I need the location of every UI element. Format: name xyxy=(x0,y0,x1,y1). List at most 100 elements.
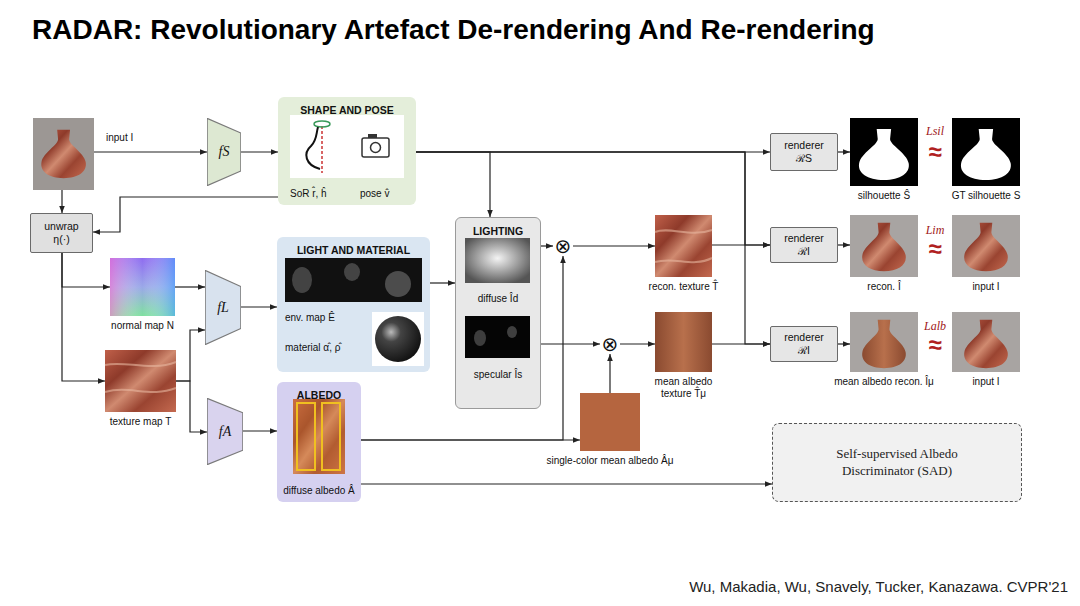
ellipse-part xyxy=(344,263,360,281)
image-caption: input I xyxy=(106,132,133,143)
flow-arrow xyxy=(416,152,490,217)
image-node: GT silhouette S xyxy=(952,118,1020,186)
panel-heading: SHAPE AND POSE xyxy=(300,104,394,116)
path-part xyxy=(306,127,320,169)
image-node: input I xyxy=(952,215,1020,277)
panel-label: specular Îs xyxy=(474,369,522,380)
sublabel-wrap: diffuse Îd xyxy=(456,288,540,306)
image-node: recon. Î xyxy=(850,215,918,277)
ellipse-part xyxy=(292,267,312,293)
flow-arrow xyxy=(838,151,850,152)
rect-part xyxy=(290,115,404,178)
image-node: mean albedo texture T̂μ xyxy=(655,312,712,372)
path-part xyxy=(105,362,176,392)
sublabel-wrap: SoR r̂, ĥ xyxy=(290,183,327,201)
ellipse-part xyxy=(507,326,517,338)
flow-arrow xyxy=(61,190,62,213)
caption-wrap: input I xyxy=(972,376,999,388)
rect-part xyxy=(110,258,175,316)
flow-arrow xyxy=(241,306,277,307)
network-name: fL xyxy=(217,300,229,316)
rect-part xyxy=(285,258,422,302)
encoder-trapezoid: fS xyxy=(207,118,241,186)
flow-arrow xyxy=(712,343,770,344)
loss-name: Lalb xyxy=(924,319,946,333)
line-part xyxy=(321,126,323,173)
caption-wrap: input I xyxy=(106,132,133,144)
use-part xyxy=(964,320,1008,368)
loss-name: Lim xyxy=(926,223,945,237)
module-panel: SHAPE AND POSESoR r̂, ĥpose v̂ xyxy=(278,97,416,205)
flow-arrow xyxy=(609,354,610,393)
image-caption: single-color mean albedo Âμ xyxy=(547,455,674,466)
image-caption: GT silhouette S xyxy=(952,190,1021,201)
heading-wrap: SHAPE AND POSE xyxy=(278,100,416,118)
rect-part xyxy=(952,312,1020,372)
caption-wrap: mean albedo texture T̂μ xyxy=(649,376,719,400)
trapezoid-shape xyxy=(207,118,241,185)
multiply-node: ⊗ xyxy=(600,334,620,354)
encoder-trapezoid: fL xyxy=(205,270,241,345)
approx-symbol: ≈ xyxy=(928,331,941,358)
heading-wrap: ALBEDO xyxy=(277,385,361,403)
approx-symbol: ≈ xyxy=(928,138,941,165)
loss-name: Lsil xyxy=(926,124,944,138)
circle-part xyxy=(375,316,421,362)
caption-wrap: single-color mean albedo Âμ xyxy=(547,455,674,467)
rect-part xyxy=(293,399,345,474)
panel-label: env. map Ê xyxy=(285,312,335,323)
rect-part xyxy=(850,215,918,277)
module-panel: ALBEDO diffuse albedo Â xyxy=(277,382,361,502)
ellipse-part xyxy=(385,271,411,297)
image-node: texture map T xyxy=(105,350,176,412)
rect-part xyxy=(655,215,712,277)
encoder-trapezoid: fA xyxy=(207,398,243,465)
sublabel-wrap: specular Îs xyxy=(456,364,540,382)
box-label: renderer ℛI xyxy=(780,232,828,257)
circle-part xyxy=(371,143,381,153)
flow-arrow xyxy=(838,343,850,344)
rect-part xyxy=(110,258,175,316)
rect-part xyxy=(368,134,377,138)
sublabel-wrap: diffuse albedo Â xyxy=(277,480,361,498)
image-caption: recon. Î xyxy=(867,281,900,292)
use-part xyxy=(964,223,1008,271)
flow-arrow xyxy=(62,253,105,381)
flow-arrow xyxy=(573,245,655,246)
use-part xyxy=(862,223,906,271)
rect-part xyxy=(105,350,176,412)
flow-arrow xyxy=(416,151,770,152)
use-part xyxy=(961,129,1011,180)
flow-arrow xyxy=(430,282,455,283)
panel-heading: LIGHTING xyxy=(473,225,523,237)
caption-wrap: recon. texture T̂ xyxy=(649,281,719,293)
multiply-symbol: ⊗ xyxy=(602,334,619,354)
caption-wrap: Wu, Makadia, Wu, Snavely, Tucker, Kanaza… xyxy=(689,578,1068,596)
flow-arrow xyxy=(93,197,278,232)
caption-wrap: texture map T xyxy=(110,416,172,428)
use-part xyxy=(41,130,86,178)
trapezoid-shape xyxy=(207,398,243,464)
flow-arrow xyxy=(620,343,655,344)
flow-arrow xyxy=(361,483,772,484)
label-wrap: ≈ xyxy=(928,333,941,357)
image-caption: normal map N xyxy=(111,320,174,331)
ellipse-part xyxy=(314,121,330,127)
box-label: Self-supervised Albedo Discriminator (SA… xyxy=(812,446,982,479)
rect-part xyxy=(952,118,1020,186)
image-caption: silhouette Ŝ xyxy=(858,190,910,201)
rect-part xyxy=(362,138,389,157)
label-wrap: Lsil xyxy=(926,121,944,139)
rect-part xyxy=(952,215,1020,277)
caption-wrap: input I xyxy=(972,281,999,293)
flow-arrow xyxy=(243,430,277,431)
rect-part xyxy=(293,399,345,474)
panel-label: diffuse albedo Â xyxy=(283,485,355,496)
use-part xyxy=(859,129,909,180)
rect-part xyxy=(465,316,530,358)
image-caption: texture map T xyxy=(110,416,172,427)
flow-arrow xyxy=(62,253,110,287)
rect-part xyxy=(33,118,94,190)
